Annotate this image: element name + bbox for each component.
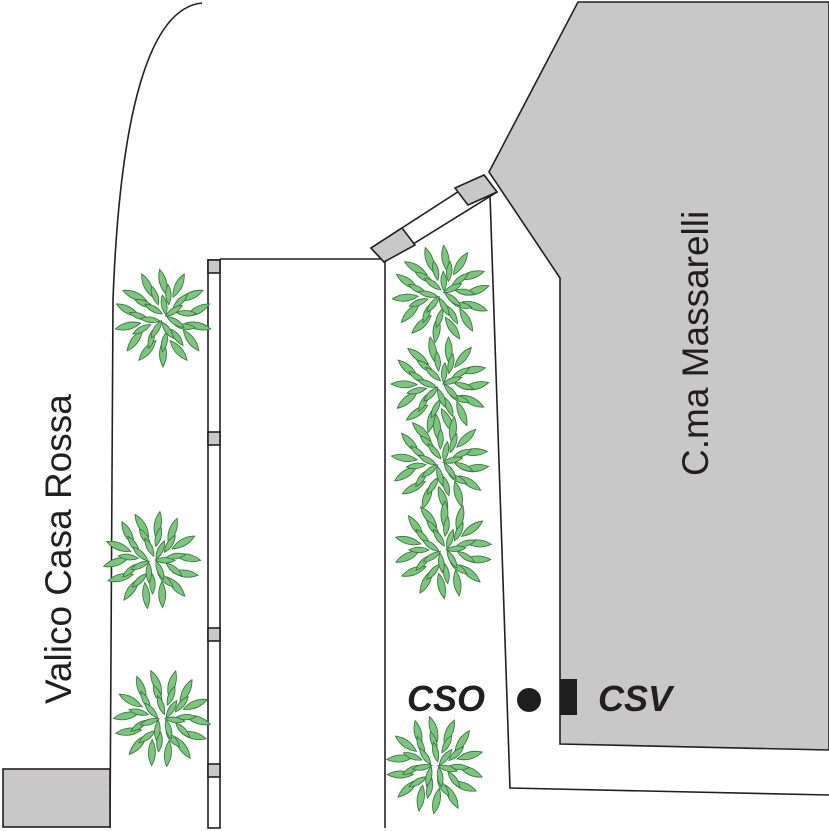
road-curve — [109, 2, 203, 829]
tree-icon — [114, 268, 212, 368]
tree-icon — [390, 413, 490, 513]
label-road: Valico Casa Rossa — [38, 394, 79, 704]
csv-marker — [560, 679, 577, 715]
tree-icon — [102, 510, 202, 610]
tree-icon — [112, 669, 212, 768]
label-cso: CSO — [407, 678, 485, 719]
trees — [102, 244, 493, 815]
path-line-right — [489, 194, 829, 796]
tree-icon — [385, 715, 484, 815]
cso-marker — [517, 688, 541, 712]
label-csv: CSV — [598, 678, 675, 719]
label-peak: C.ma Massarelli — [675, 211, 716, 476]
fence — [207, 259, 221, 829]
tree-icon — [391, 244, 490, 344]
tree-icon — [394, 500, 493, 600]
gate-bar — [369, 173, 499, 264]
massarelli-area — [488, 1, 829, 751]
tree-icon — [390, 336, 490, 434]
left-grey-box — [2, 768, 111, 828]
